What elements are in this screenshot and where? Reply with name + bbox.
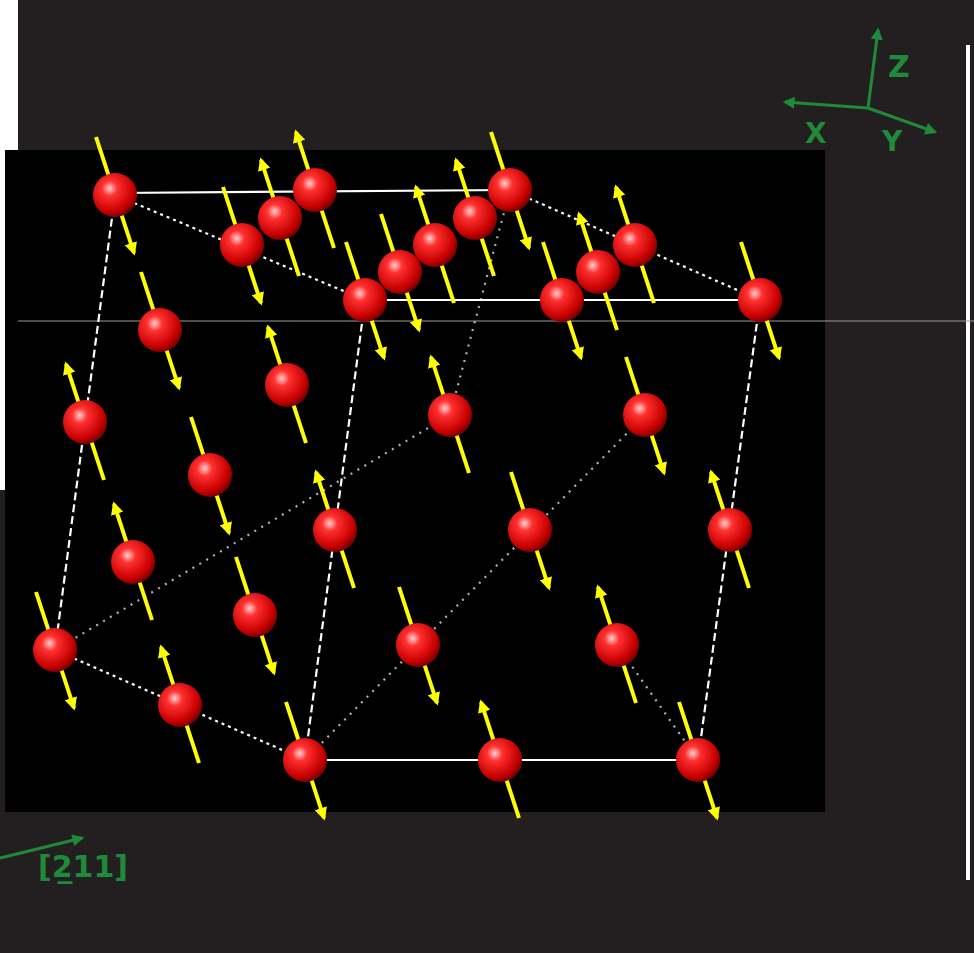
atom-sphere (540, 278, 584, 322)
atom-sphere (343, 278, 387, 322)
spin-atom (33, 592, 77, 708)
spin-atom (488, 132, 532, 248)
spin-atom (676, 702, 720, 818)
spin-atom (540, 242, 584, 358)
spin-atom (63, 364, 107, 480)
atom-sphere (378, 250, 422, 294)
atom-sphere (111, 540, 155, 584)
spin-atom (258, 160, 302, 276)
unit-cell (55, 190, 760, 760)
atom-sphere (293, 168, 337, 212)
spin-atom (453, 160, 497, 276)
atom-sphere (428, 393, 472, 437)
spin-atom (613, 187, 657, 303)
atom-sphere (158, 683, 202, 727)
spin-atom (283, 702, 327, 818)
spin-atom (738, 242, 782, 358)
spin-atom (428, 357, 472, 473)
atom-sphere (613, 223, 657, 267)
spin-atom (233, 557, 277, 673)
atom-sphere (676, 738, 720, 782)
atom-sphere (93, 173, 137, 217)
spin-atom (188, 417, 232, 533)
cell-edge (55, 650, 305, 760)
cell-edge (305, 415, 645, 760)
cell-edge (698, 300, 760, 760)
atom-sphere (708, 508, 752, 552)
spin-atom (220, 187, 264, 303)
axis-label: Z (888, 52, 910, 82)
axes (0, 30, 935, 858)
spin-atom (413, 187, 457, 303)
atom-sphere (508, 508, 552, 552)
spin-atom (138, 272, 182, 388)
spin-atom (111, 504, 155, 620)
edge-strip (966, 45, 970, 880)
atom-sphere (738, 278, 782, 322)
cell-edge (55, 415, 450, 650)
spin-atom (293, 132, 337, 248)
atom-sphere (595, 623, 639, 667)
spin-atom (93, 137, 137, 253)
atom-sphere (413, 223, 457, 267)
spin-atom (265, 327, 309, 443)
spin-atom (576, 214, 620, 330)
atom-sphere (283, 738, 327, 782)
spin-atom (396, 587, 440, 703)
spin-atom (478, 702, 522, 818)
atom-sphere (63, 400, 107, 444)
spin-atom (708, 472, 752, 588)
axis-label: Y (882, 128, 902, 156)
spin-atom (158, 647, 202, 763)
atom-sphere (313, 508, 357, 552)
atom-sphere (488, 168, 532, 212)
spin-atom (343, 242, 387, 358)
x-axis (785, 102, 868, 108)
atom-sphere (396, 623, 440, 667)
cell-edge (115, 195, 365, 300)
atoms (33, 132, 782, 818)
spin-atom (378, 214, 422, 330)
axis-label: X (805, 120, 827, 148)
spin-atom (595, 587, 639, 703)
atom-sphere (188, 453, 232, 497)
spin-atom (623, 357, 667, 473)
atom-sphere (576, 250, 620, 294)
spin-atom (313, 472, 357, 588)
z-axis (868, 30, 878, 108)
atom-sphere (233, 593, 277, 637)
cell-edge (450, 190, 510, 415)
cell-edge (305, 300, 365, 760)
atom-sphere (265, 363, 309, 407)
atom-sphere (623, 393, 667, 437)
atom-sphere (220, 223, 264, 267)
atom-sphere (453, 196, 497, 240)
spin-atom (508, 472, 552, 588)
cell-edge (55, 195, 115, 650)
black-panel (5, 150, 825, 812)
atom-sphere (138, 308, 182, 352)
direction-label: [2̲11] (38, 852, 128, 882)
atom-sphere (478, 738, 522, 782)
atom-sphere (33, 628, 77, 672)
atom-sphere (258, 196, 302, 240)
